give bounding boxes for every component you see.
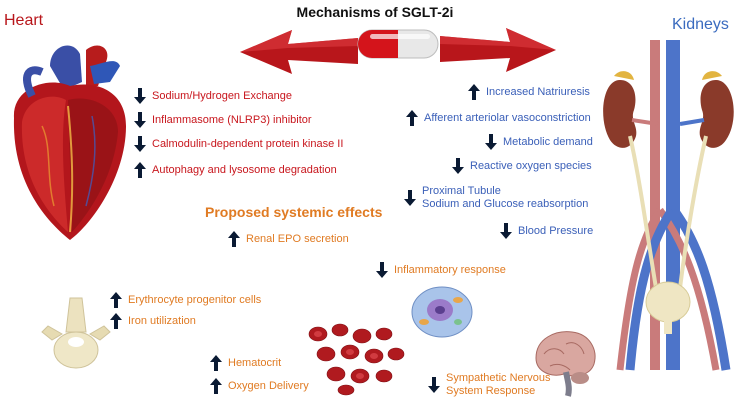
kidney-item-2: Afferent arteriolar vasoconstriction — [406, 110, 591, 126]
down-arrow-icon — [376, 262, 388, 278]
kidneys-label: Kidneys — [672, 16, 729, 33]
kidney-item-6-text: Blood Pressure — [518, 225, 594, 237]
systemic-effects-heading: Proposed systemic effects — [205, 204, 383, 220]
systemic-item-1-text: Renal EPO secretion — [246, 233, 349, 245]
up-arrow-icon — [468, 84, 480, 100]
vertebra-illustration — [41, 297, 111, 369]
systemic-item-5-text: Hematocrit — [228, 357, 282, 369]
systemic-item-2: Inflammatory response — [376, 262, 506, 278]
down-arrow-icon — [485, 134, 497, 150]
systemic-item-7: Sympathetic Nervous System Response — [428, 372, 551, 398]
heart-item-3: Calmodulin-dependent protein kinase II — [134, 136, 343, 152]
heart-illustration — [13, 45, 127, 240]
systemic-item-7-text: Sympathetic Nervous System Response — [446, 372, 551, 398]
down-arrow-icon — [134, 136, 146, 152]
kidney-item-3-text: Metabolic demand — [503, 136, 593, 148]
kidneys-illustration — [603, 40, 734, 371]
systemic-item-3-text: Erythrocyte progenitor cells — [128, 294, 262, 306]
up-arrow-icon — [228, 231, 240, 247]
up-arrow-icon — [210, 355, 222, 371]
right-red-arrow — [440, 28, 556, 72]
kidney-item-1-text: Increased Natriuresis — [486, 86, 590, 98]
systemic-item-6: Oxygen Delivery — [210, 378, 309, 394]
big-arrows — [240, 28, 556, 74]
down-arrow-icon — [134, 112, 146, 128]
down-arrow-icon — [428, 377, 440, 393]
heart-item-2: Inflammasome (NLRP3) inhibitor — [134, 112, 312, 128]
kidney-item-4-text: Reactive oxygen species — [470, 160, 592, 172]
diagram-title: Mechanisms of SGLT-2i — [296, 4, 454, 20]
kidney-item-3: Metabolic demand — [485, 134, 593, 150]
down-arrow-icon — [404, 190, 416, 206]
heart-item-3-text: Calmodulin-dependent protein kinase II — [152, 138, 344, 150]
heart-item-1: Sodium/Hydrogen Exchange — [134, 88, 292, 104]
up-arrow-icon — [134, 162, 146, 178]
heart-item-4-text: Autophagy and lysosome degradation — [152, 164, 337, 176]
up-arrow-icon — [110, 292, 122, 308]
cell-illustration — [411, 286, 473, 338]
up-arrow-icon — [210, 378, 222, 394]
brain-illustration — [535, 331, 596, 397]
kidney-item-1: Increased Natriuresis — [468, 84, 590, 100]
up-arrow-icon — [110, 313, 122, 329]
down-arrow-icon — [500, 223, 512, 239]
heart-item-1-text: Sodium/Hydrogen Exchange — [152, 90, 293, 102]
kidney-item-5-line1: Proximal Tubule — [422, 185, 501, 197]
systemic-item-1: Renal EPO secretion — [228, 231, 349, 247]
red-blood-cells-illustration — [308, 323, 405, 396]
heart-label: Heart — [4, 12, 44, 29]
kidney-item-5: Proximal Tubule Sodium and Glucose reabs… — [404, 185, 588, 211]
kidney-item-5-text: Proximal Tubule Sodium and Glucose reabs… — [422, 185, 588, 211]
systemic-item-4: Iron utilization — [110, 313, 196, 329]
down-arrow-icon — [134, 88, 146, 104]
kidney-item-4: Reactive oxygen species — [452, 158, 592, 174]
systemic-item-4-text: Iron utilization — [128, 315, 196, 327]
up-arrow-icon — [406, 110, 418, 126]
systemic-item-3: Erythrocyte progenitor cells — [110, 292, 261, 308]
systemic-item-6-text: Oxygen Delivery — [228, 380, 309, 392]
systemic-item-5: Hematocrit — [210, 355, 281, 371]
systemic-item-7-line2: System Response — [446, 385, 536, 397]
systemic-item-7-line1: Sympathetic Nervous — [446, 372, 551, 384]
heart-item-2-text: Inflammasome (NLRP3) inhibitor — [152, 114, 312, 126]
kidney-item-2-text: Afferent arteriolar vasoconstriction — [424, 112, 591, 124]
left-red-arrow — [240, 30, 358, 74]
kidney-item-6: Blood Pressure — [500, 223, 593, 239]
kidney-item-5-line2: Sodium and Glucose reabsorption — [422, 198, 589, 210]
systemic-item-2-text: Inflammatory response — [394, 264, 506, 276]
down-arrow-icon — [452, 158, 464, 174]
heart-item-4: Autophagy and lysosome degradation — [134, 162, 337, 178]
pill-icon — [357, 29, 439, 59]
